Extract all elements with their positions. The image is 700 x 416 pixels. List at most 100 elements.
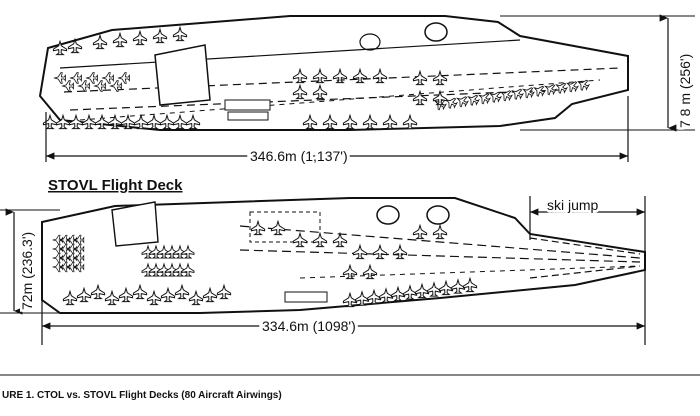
- aircraft-icon: [90, 283, 106, 300]
- aircraft-icon: [456, 96, 469, 108]
- stovl-elevator: [284, 291, 328, 303]
- aircraft-icon: [511, 88, 524, 100]
- aircraft-icon: [432, 223, 448, 240]
- aircraft-icon: [101, 72, 114, 84]
- aircraft-icon: [372, 243, 388, 260]
- aircraft-icon: [412, 89, 428, 106]
- aircraft-icon: [412, 223, 428, 240]
- aircraft-icon: [92, 33, 108, 50]
- ctol-beam-label: 7 8 m (256'): [677, 54, 693, 128]
- aircraft-icon: [332, 231, 348, 248]
- aircraft-icon: [489, 91, 502, 103]
- aircraft-icon: [312, 83, 328, 100]
- stovl-runway-line: [239, 225, 641, 259]
- ski-jump-ramp-line: [529, 265, 641, 279]
- aircraft-icon: [500, 90, 513, 102]
- aircraft-icon: [432, 69, 448, 86]
- aircraft-icon: [577, 79, 590, 91]
- aircraft-icon: [352, 243, 368, 260]
- aircraft-icon: [69, 72, 82, 84]
- aircraft-icon: [76, 286, 92, 303]
- aircraft-icon: [172, 25, 188, 42]
- aircraft-icon: [270, 219, 286, 236]
- aircraft-icon: [77, 80, 90, 92]
- stovl-runway-line: [239, 249, 641, 263]
- aircraft-icon: [566, 81, 579, 93]
- stovl-island: [111, 201, 159, 247]
- ctol-deck-marking: [424, 22, 448, 42]
- ctol-hull-outline: [38, 15, 629, 131]
- aircraft-icon: [160, 286, 176, 303]
- aircraft-icon: [85, 72, 98, 84]
- aircraft-icon: [61, 80, 74, 92]
- aircraft-icon: [478, 93, 491, 105]
- aircraft-icon: [62, 289, 78, 306]
- ctol-island: [154, 44, 211, 106]
- stovl-beam-label: 72m (236.3'): [19, 232, 35, 310]
- stovl-deck-marking: [376, 205, 400, 225]
- aircraft-icon: [372, 67, 388, 84]
- aircraft-icon: [302, 113, 318, 130]
- aircraft-icon: [362, 113, 378, 130]
- ctol-elevator: [224, 99, 271, 111]
- ctol-length-label: 346.6m (1,137'): [250, 148, 348, 164]
- aircraft-icon: [93, 80, 106, 92]
- aircraft-icon: [181, 262, 195, 277]
- aircraft-icon: [118, 286, 134, 303]
- aircraft-icon: [392, 243, 408, 260]
- aircraft-icon: [292, 231, 308, 248]
- aircraft-icon: [132, 283, 148, 300]
- aircraft-icon: [382, 113, 398, 130]
- aircraft-icon: [432, 89, 448, 106]
- ctol-runway-dash: [63, 67, 621, 93]
- aircraft-icon: [52, 39, 68, 56]
- aircraft-icon: [250, 219, 266, 236]
- aircraft-icon: [322, 113, 338, 130]
- ski-jump-ramp-line: [529, 237, 641, 255]
- aircraft-icon: [53, 72, 66, 84]
- aircraft-icon: [312, 231, 328, 248]
- aircraft-icon: [185, 113, 201, 130]
- stovl-carrier: ski jump 334.6m (1098') 72m (236.3'): [0, 195, 646, 345]
- stovl-deck-box: [249, 211, 321, 243]
- aircraft-icon: [174, 283, 190, 300]
- aircraft-icon: [445, 97, 458, 109]
- ctol-parked-aircraft: [42, 25, 590, 130]
- aircraft-icon: [152, 27, 168, 44]
- aircraft-icon: [555, 82, 568, 94]
- stovl-runway-line: [299, 265, 641, 279]
- aircraft-icon: [112, 31, 128, 48]
- stovl-length-label: 334.6m (1098'): [262, 318, 356, 334]
- aircraft-icon: [544, 84, 557, 96]
- aircraft-icon: [352, 67, 368, 84]
- ctol-elevator: [227, 111, 269, 121]
- aircraft-icon: [312, 67, 328, 84]
- aircraft-icon: [402, 113, 418, 130]
- ski-jump-label: ski jump: [547, 197, 599, 213]
- ctol-angled-deck-line: [59, 39, 521, 69]
- aircraft-icon: [342, 263, 358, 280]
- aircraft-icon: [146, 289, 162, 306]
- aircraft-icon: [67, 37, 83, 54]
- aircraft-icon: [117, 72, 130, 84]
- aircraft-icon: [412, 69, 428, 86]
- figure-caption: URE 1. CTOL vs. STOVL Flight Decks (80 A…: [2, 390, 282, 401]
- aircraft-icon: [216, 283, 232, 300]
- aircraft-icon: [362, 263, 378, 280]
- aircraft-icon: [467, 94, 480, 106]
- aircraft-icon: [104, 289, 120, 306]
- aircraft-icon: [342, 113, 358, 130]
- ctol-runway-dash: [69, 89, 561, 111]
- aircraft-icon: [72, 261, 85, 273]
- stovl-deck-marking: [426, 205, 450, 225]
- ctol-deck-marking: [359, 33, 381, 51]
- stovl-parked-aircraft: [51, 219, 478, 308]
- aircraft-icon: [202, 286, 218, 303]
- aircraft-icon: [522, 87, 535, 99]
- ctol-runway-dash: [79, 79, 601, 121]
- aircraft-icon: [332, 67, 348, 84]
- aircraft-icon: [181, 244, 195, 259]
- aircraft-icon: [462, 276, 478, 293]
